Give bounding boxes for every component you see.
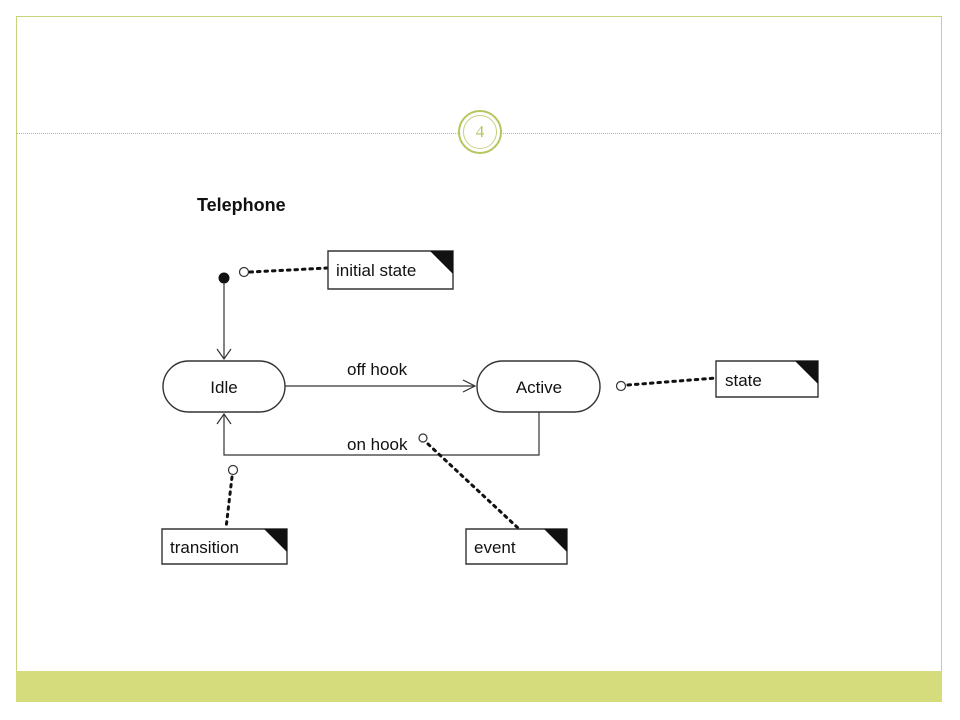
note-connector-state: [626, 376, 718, 387]
transition-on-hook-label: on hook: [347, 435, 408, 454]
note-event: [465, 528, 568, 565]
transition-off-hook-arrowhead: [462, 379, 477, 393]
note-anchor-initial: [238, 266, 250, 278]
note-event-label: event: [474, 538, 516, 557]
page-number-badge: 4: [458, 110, 502, 154]
note-transition: [161, 528, 288, 565]
note-initial-state: [327, 250, 454, 290]
note-anchor-transition: [227, 464, 239, 476]
note-connector-transition: [224, 475, 234, 530]
state-idle-label: Idle: [210, 378, 237, 397]
diagram-title: Telephone: [197, 195, 286, 215]
transition-on-hook-line: [223, 412, 540, 456]
note-connector-initial: [248, 266, 330, 274]
note-anchor-event: [418, 433, 428, 443]
transition-off-hook-label: off hook: [347, 360, 408, 379]
page-number: 4: [463, 115, 497, 149]
note-fold-corner: [430, 251, 453, 274]
initial-state-dot: [218, 272, 230, 284]
note-fold-corner: [264, 529, 287, 552]
note-connector-event: [426, 442, 520, 530]
note-initial-state-label: initial state: [336, 261, 416, 280]
note-anchor-state: [615, 380, 627, 392]
note-state-label: state: [725, 371, 762, 390]
initial-transition-arrowhead: [216, 348, 232, 361]
note-transition-label: transition: [170, 538, 239, 557]
note-fold-corner: [544, 529, 567, 552]
state-active-label: Active: [516, 378, 562, 397]
footer-bar: [16, 671, 942, 702]
note-fold-corner: [795, 361, 818, 384]
note-state: [715, 360, 819, 398]
transition-on-hook-arrowhead: [216, 412, 232, 425]
